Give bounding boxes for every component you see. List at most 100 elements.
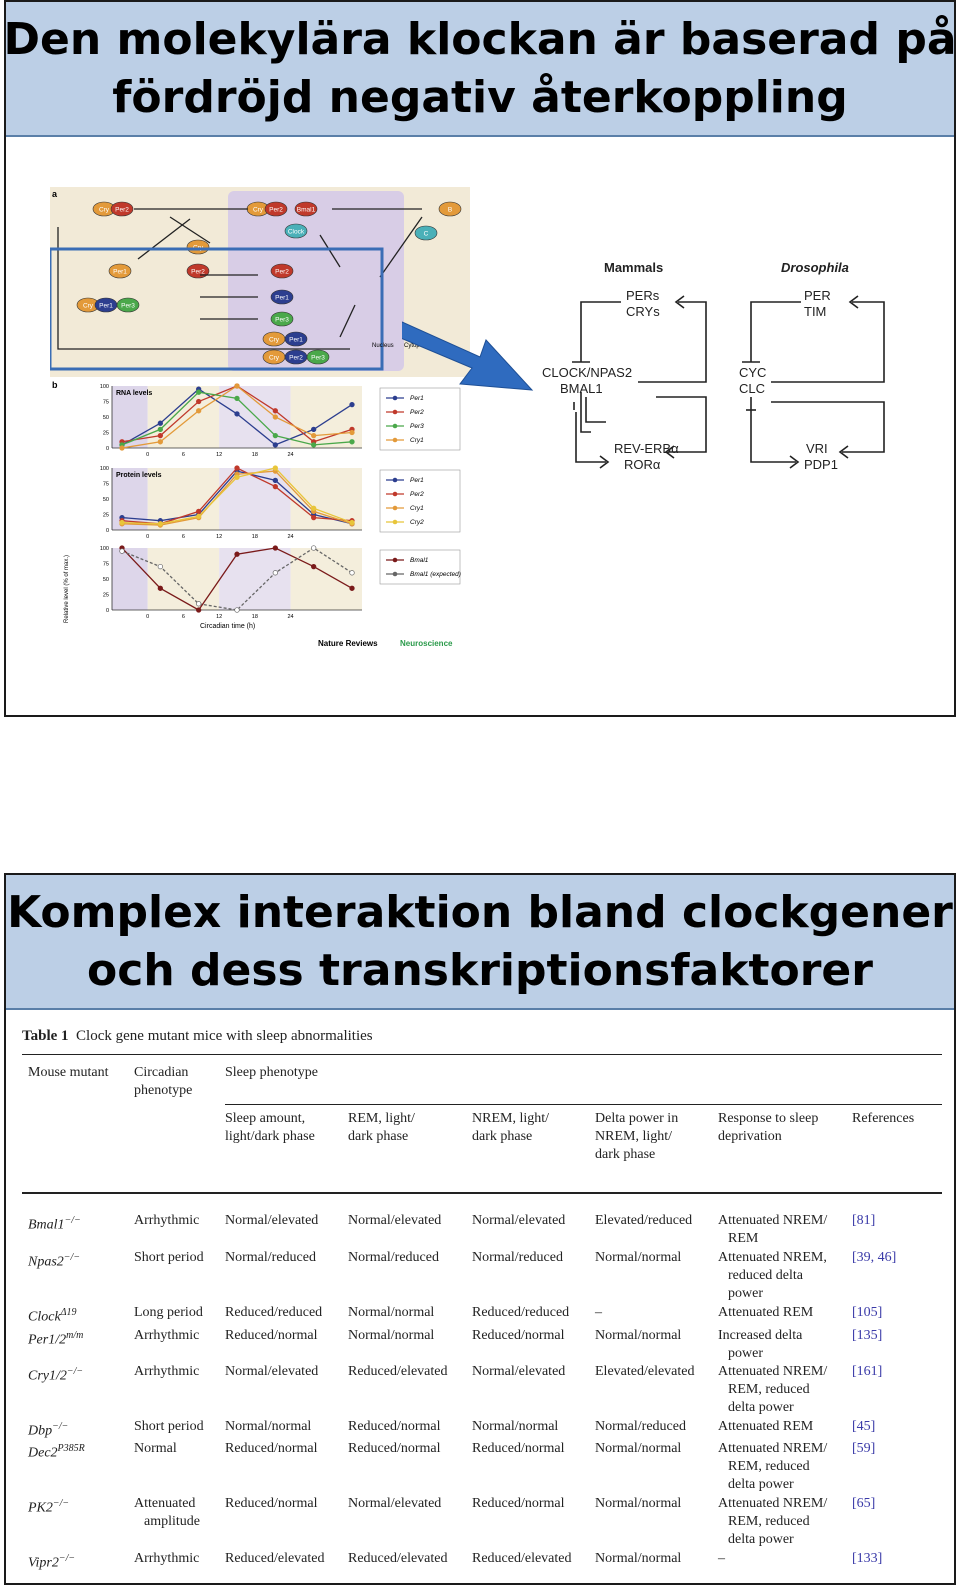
- table-row-circadian: Arrhythmic: [134, 1328, 200, 1343]
- series-point: [234, 383, 240, 389]
- legend-entry: Per2: [410, 491, 424, 498]
- svg-text:Cry: Cry: [269, 337, 280, 344]
- table-row-references: [65]: [852, 1496, 876, 1511]
- slide-2: Komplex interaktion bland clockgener och…: [4, 873, 956, 1585]
- svg-text:Per3: Per3: [121, 303, 135, 310]
- table-rule: [22, 1054, 942, 1055]
- y-tick: 50: [103, 577, 109, 583]
- highlight-box: [50, 247, 384, 371]
- protein-node: Per3: [270, 311, 294, 327]
- table-row-circadian: Normal: [134, 1441, 177, 1456]
- svg-text:Cry: Cry: [269, 355, 280, 362]
- legend-entry: Cry1: [410, 437, 424, 444]
- series-point: [157, 563, 163, 570]
- table-row-nrem: Normal/normal: [472, 1419, 559, 1434]
- protein-node: Per2: [186, 263, 210, 279]
- drosophila-cyc: CYC: [739, 365, 766, 380]
- protein-node: Clock: [284, 223, 308, 239]
- svg-text:Per2: Per2: [269, 207, 283, 214]
- x-axis-label: Circadian time (h): [200, 623, 255, 630]
- table-row-sleep-amount: Reduced/normal: [225, 1328, 318, 1343]
- drosophila-title: Drosophila: [781, 260, 849, 275]
- legend-entry: Bmal1: [410, 557, 429, 564]
- table-row-response: delta power: [728, 1532, 794, 1547]
- y-tick: 0: [106, 608, 109, 614]
- series-point: [272, 414, 278, 420]
- series-point: [349, 585, 355, 591]
- series-point: [234, 607, 240, 613]
- series-point: [157, 420, 163, 426]
- series-point: [196, 408, 202, 414]
- table-row-gene: Bmal1−/−: [28, 1215, 81, 1233]
- drosophila-tim: TIM: [804, 304, 826, 319]
- series-point: [234, 395, 240, 402]
- table-row-circadian: Arrhythmic: [134, 1364, 200, 1379]
- svg-text:Clock: Clock: [288, 229, 305, 236]
- cytoplasm-label: Cytop: [404, 343, 420, 349]
- svg-text:Per1: Per1: [113, 269, 127, 276]
- series-point: [119, 519, 125, 526]
- table-row-sleep-amount: Normal/elevated: [225, 1364, 319, 1379]
- table-row-circadian: amplitude: [144, 1514, 200, 1529]
- series-point: [272, 432, 278, 439]
- svg-text:Per2: Per2: [115, 207, 129, 214]
- table-row-delta: Normal/reduced: [595, 1419, 686, 1434]
- table-row-circadian: Arrhythmic: [134, 1213, 200, 1228]
- protein-node: Cry: [186, 239, 210, 255]
- svg-text:Per1: Per1: [289, 337, 303, 344]
- table-row-response: Attenuated REM: [718, 1419, 814, 1434]
- series-point: [349, 401, 355, 408]
- y-tick: 25: [103, 513, 109, 519]
- series-point: [272, 483, 278, 490]
- table-row-delta: –: [595, 1305, 602, 1320]
- protein-node: B: [438, 201, 462, 217]
- x-tick: 12: [216, 614, 222, 620]
- series-point: [119, 445, 125, 451]
- table-row-sleep-amount: Reduced/normal: [225, 1441, 318, 1456]
- y-tick: 25: [103, 593, 109, 599]
- table-row-rem: Reduced/normal: [348, 1441, 441, 1456]
- table-row-response: Attenuated NREM/: [718, 1496, 828, 1511]
- series-point: [157, 426, 163, 433]
- series-point: [349, 519, 355, 526]
- table-row-rem: Normal/normal: [348, 1328, 435, 1343]
- table-row-nrem: Reduced/reduced: [472, 1305, 570, 1320]
- drosophila-per: PER: [804, 288, 831, 303]
- feedback-arrows: [572, 295, 885, 469]
- x-tick: 0: [146, 452, 149, 458]
- series-point: [272, 477, 278, 484]
- slide-1: Den molekylära klockan är baserad på för…: [4, 0, 956, 717]
- table-row-circadian: Attenuated: [134, 1496, 196, 1511]
- table-row-rem: Normal/elevated: [348, 1213, 442, 1228]
- table-caption-text: Clock gene mutant mice with sleep abnorm…: [76, 1028, 373, 1044]
- table-row-nrem: Normal/reduced: [472, 1250, 563, 1265]
- series-point: [196, 607, 202, 613]
- mammals-bmal: BMAL1: [560, 381, 603, 396]
- table-row-response: REM: [728, 1231, 759, 1246]
- series-point: [157, 585, 163, 591]
- header-delta-power: Delta power in: [595, 1111, 679, 1126]
- protein-node: Cry: [262, 349, 286, 365]
- y-tick: 50: [103, 497, 109, 503]
- svg-text:Cry: Cry: [83, 303, 94, 310]
- table-row-response: power: [728, 1346, 763, 1361]
- drosophila-clc: CLC: [739, 381, 765, 396]
- table-rule: [22, 1193, 942, 1194]
- table-row-response: reduced delta: [728, 1268, 804, 1283]
- table-row-nrem: Reduced/normal: [472, 1441, 565, 1456]
- table-row-sleep-amount: Reduced/elevated: [225, 1551, 325, 1566]
- header-mouse-mutant: Mouse mutant: [28, 1065, 109, 1080]
- header-delta-power: dark phase: [595, 1147, 656, 1162]
- plot-title: Protein levels: [116, 472, 162, 479]
- pointer-arrow: [402, 321, 534, 391]
- slide-1-title-line-1: Den molekylära klockan är baserad på: [4, 13, 956, 65]
- table-row-delta: Normal/normal: [595, 1328, 682, 1343]
- series-point: [311, 545, 317, 551]
- table-row-rem: Normal/normal: [348, 1305, 435, 1320]
- series-point: [272, 545, 278, 551]
- svg-text:Per3: Per3: [311, 355, 325, 362]
- y-axis-label: Relative level (% of max.): [64, 555, 70, 623]
- table-row-circadian: Arrhythmic: [134, 1551, 200, 1566]
- protein-node: Per2: [110, 201, 134, 217]
